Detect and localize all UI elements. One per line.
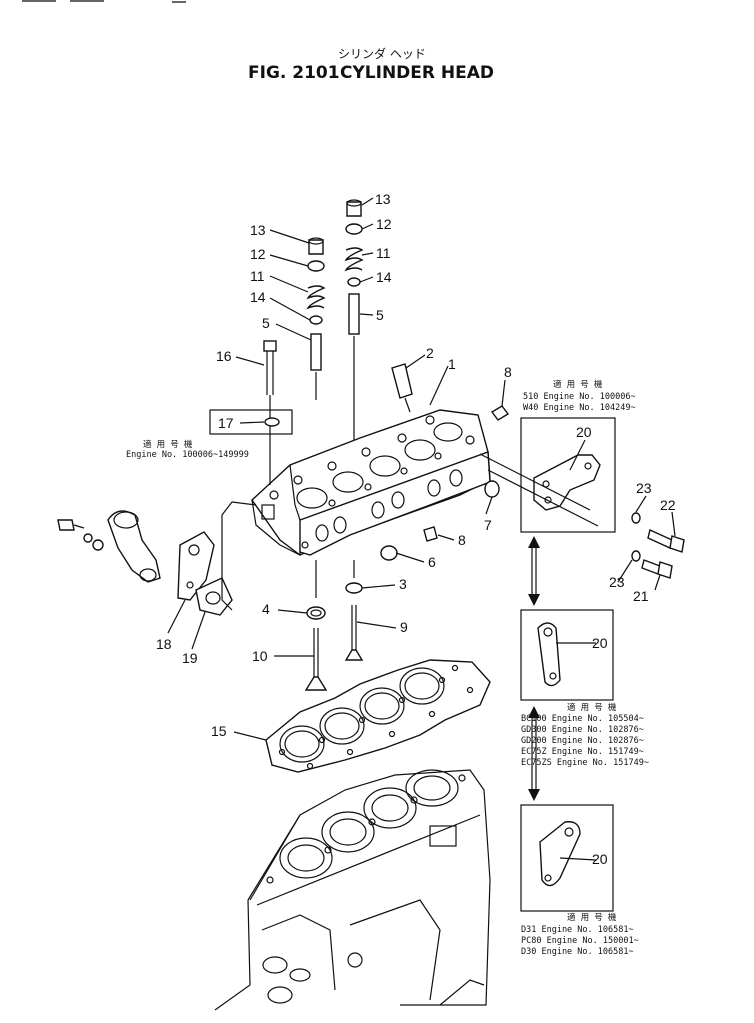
bracket-box-2 xyxy=(520,609,614,701)
callout-14-left: 14 xyxy=(250,289,266,305)
washer-box xyxy=(209,409,293,435)
callout-23-lower: 23 xyxy=(609,574,625,590)
callout-11-right: 11 xyxy=(376,245,391,261)
callout-4: 4 xyxy=(262,601,270,617)
cylinder-block xyxy=(214,769,491,1011)
head-gasket xyxy=(265,659,491,773)
callout-21: 21 xyxy=(633,588,649,604)
callout-12-left: 12 xyxy=(250,246,266,262)
callout-5-right: 5 xyxy=(376,307,384,323)
note-box2-line-3: GD200 Engine No. 102876~ xyxy=(521,736,644,746)
note-box2-line-1: BC100 Engine No. 105504~ xyxy=(521,714,644,724)
callout-22: 22 xyxy=(660,497,676,513)
callout-12-right: 12 xyxy=(376,216,392,232)
note-box2-heading: 適 用 号 機 xyxy=(567,702,617,713)
callout-13-left: 13 xyxy=(250,222,266,238)
bracket-box-3 xyxy=(520,804,614,912)
exhaust-valve xyxy=(344,605,364,661)
callout-18: 18 xyxy=(156,636,172,652)
callout-20-box2: 20 xyxy=(592,635,608,651)
callout-23-upper: 23 xyxy=(636,480,652,496)
callout-15: 15 xyxy=(211,723,227,739)
callout-2: 2 xyxy=(426,345,434,361)
note-box1-line-2: W40 Engine No. 104249~ xyxy=(523,403,636,413)
serial-note-box1: 適 用 号 機 510 Engine No. 100006~ W40 Engin… xyxy=(523,379,636,413)
expansion-plug xyxy=(484,480,500,498)
note-box2-line-5: EC75ZS Engine No. 151749~ xyxy=(521,758,649,768)
bracket-box-1 xyxy=(520,417,616,533)
callout-1: 1 xyxy=(448,356,456,372)
note-box2-line-4: EC75Z Engine No. 151749~ xyxy=(521,747,644,757)
intake-valve xyxy=(304,628,328,691)
plug-lower xyxy=(423,526,438,542)
figure-name: CYLINDER HEAD xyxy=(340,63,494,83)
callout-20-box3: 20 xyxy=(592,851,608,867)
figure-number: FIG. 2101 xyxy=(248,63,340,83)
callout-5-left: 5 xyxy=(262,315,270,331)
plug-6 xyxy=(380,545,398,561)
note-box2-line-2: GD300 Engine No. 102876~ xyxy=(521,725,644,735)
note-left-heading: 適 用 号 機 xyxy=(143,439,193,450)
plug-top xyxy=(490,405,510,421)
head-bolt xyxy=(263,340,277,485)
callout-8-top: 8 xyxy=(504,364,512,380)
title-kana: シリンダ ヘッド xyxy=(338,46,426,61)
callout-10: 10 xyxy=(252,648,268,664)
callout-19: 19 xyxy=(182,650,198,666)
valve-seat-3 xyxy=(345,582,363,594)
note-box3-heading: 適 用 号 機 xyxy=(567,912,617,923)
callout-numbers: 13 12 11 14 5 13 12 11 14 5 16 17 2 1 8 … xyxy=(156,191,676,867)
callout-9: 9 xyxy=(400,619,408,635)
scan-marks xyxy=(22,0,186,3)
figure-title: シリンダ ヘッド FIG. 2101 CYLINDER HEAD xyxy=(248,46,494,83)
serial-note-left: 適 用 号 機 Engine No. 100006~149999 xyxy=(126,439,249,460)
callout-7: 7 xyxy=(484,517,492,533)
nozzle-sleeve xyxy=(391,363,413,413)
note-box3-line-1: D31 Engine No. 106581~ xyxy=(521,925,634,935)
note-left-line-1: Engine No. 100006~149999 xyxy=(126,450,249,460)
callout-13-right: 13 xyxy=(375,191,391,207)
callout-11-left: 11 xyxy=(250,268,265,284)
cylinder-head xyxy=(251,409,491,556)
right-valve-stack xyxy=(344,199,364,440)
callout-20-box1: 20 xyxy=(576,424,592,440)
note-box3-line-2: PC80 Engine No. 150001~ xyxy=(521,936,639,946)
callout-16: 16 xyxy=(216,348,232,364)
callout-6: 6 xyxy=(428,554,436,570)
serial-note-box3: 適 用 号 機 D31 Engine No. 106581~ PC80 Engi… xyxy=(521,912,639,957)
callout-14-right: 14 xyxy=(376,269,392,285)
serial-note-box2: 適 用 号 機 BC100 Engine No. 105504~ GD300 E… xyxy=(521,702,649,768)
note-box3-line-3: D30 Engine No. 106581~ xyxy=(521,947,634,957)
note-box1-line-1: 510 Engine No. 100006~ xyxy=(523,392,636,402)
bracket-bolts xyxy=(631,512,685,579)
alternative-arrows xyxy=(528,536,540,801)
valve-seat-4 xyxy=(306,606,326,620)
callout-8-lower: 8 xyxy=(458,532,466,548)
note-box1-heading: 適 用 号 機 xyxy=(553,379,603,390)
callout-17: 17 xyxy=(218,415,234,431)
left-valve-stack xyxy=(306,237,326,400)
water-outlet-assembly xyxy=(57,501,257,616)
callout-3: 3 xyxy=(399,576,407,592)
leader-lines xyxy=(167,197,676,861)
